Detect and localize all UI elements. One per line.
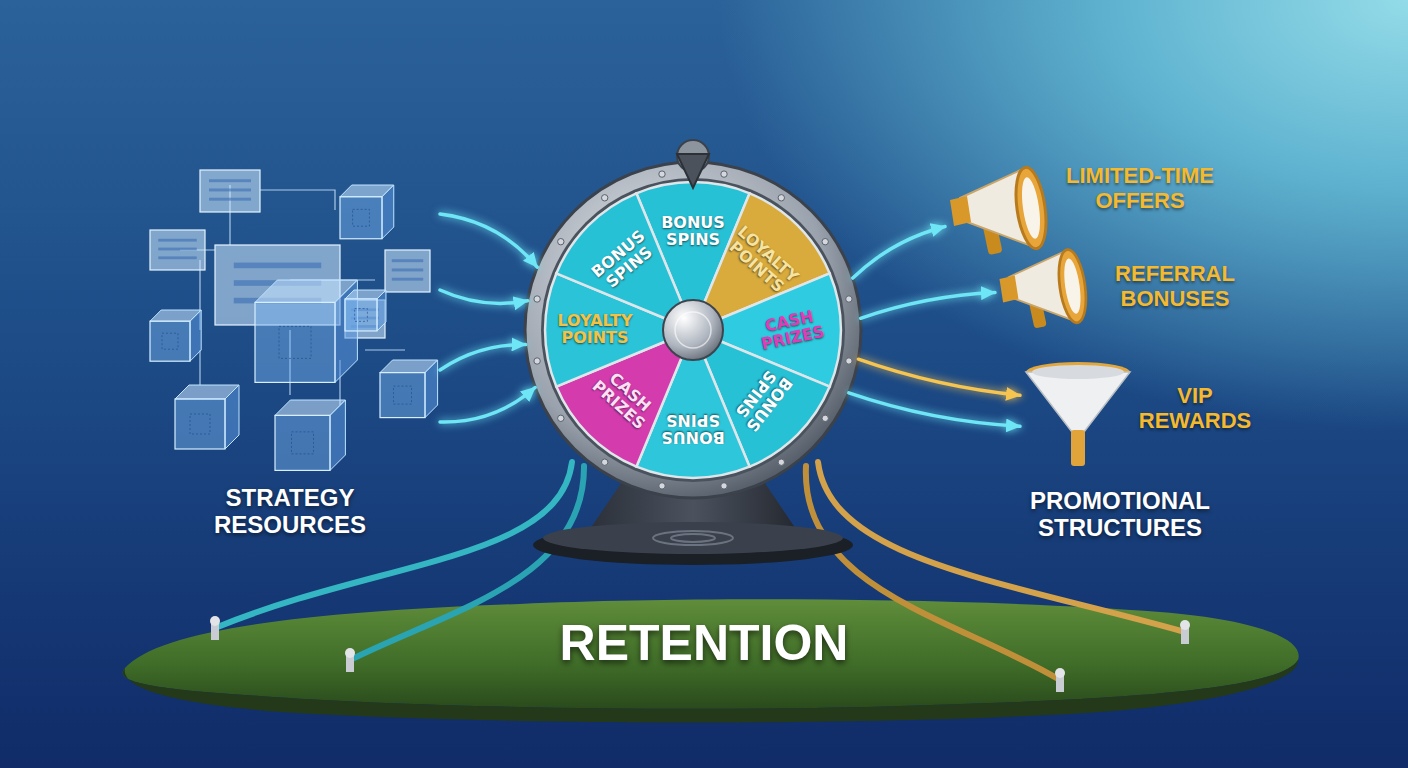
glass-panel — [385, 250, 430, 292]
illustrated-node: STRATEGY RESOURCES — [140, 150, 440, 550]
glass-cube — [340, 185, 394, 239]
glass-panel — [150, 230, 205, 270]
rim-bolt — [602, 195, 608, 201]
glass-cube — [380, 360, 438, 418]
megaphone-icon — [1000, 248, 1091, 329]
network-lines — [180, 185, 405, 405]
group-heading: STRATEGY RESOURCES — [170, 485, 410, 539]
promo-label: VIP REWARDS — [1125, 383, 1265, 434]
illustrated-node: VIP REWARDS — [1020, 355, 1265, 470]
node-illustration — [140, 150, 440, 470]
rim-bolt — [558, 239, 564, 245]
glass-panel — [200, 170, 260, 212]
rim-bolt — [721, 483, 727, 489]
illustrated-node: LIMITED-TIME OFFERS — [945, 155, 1235, 265]
wheel-rim — [525, 162, 861, 498]
rim-bolt — [602, 459, 608, 465]
funnel-icon — [1026, 362, 1130, 466]
rim-bolt — [822, 415, 828, 421]
rim-bolt — [558, 415, 564, 421]
rim-bolt — [778, 459, 784, 465]
node-illustration — [945, 160, 1055, 260]
rope — [350, 466, 584, 660]
rim-bolt — [534, 358, 540, 364]
promo-label: REFERRAL BONUSES — [1100, 261, 1250, 312]
rim-bolt — [846, 296, 852, 302]
rim-bolt — [659, 171, 665, 177]
rim-bolt — [534, 296, 540, 302]
glass-cube — [255, 280, 357, 382]
rim-bolt — [846, 358, 852, 364]
promo-label: LIMITED-TIME OFFERS — [1045, 163, 1235, 214]
flow-arrow — [853, 227, 945, 279]
flow-arrow — [440, 388, 535, 423]
glass-cube — [275, 400, 345, 470]
glass-cube — [345, 290, 386, 331]
group-heading: PROMOTIONAL STRUCTURES — [990, 488, 1250, 542]
megaphone-icon — [950, 165, 1051, 255]
node-illustration — [995, 243, 1105, 343]
flow-arrow — [858, 359, 1020, 395]
rim-bolt — [822, 239, 828, 245]
flow-arrow — [861, 293, 995, 319]
node-illustration — [1020, 360, 1140, 470]
flow-arrow — [440, 345, 526, 370]
wheel-rim-inner — [541, 178, 845, 482]
glass-cube — [175, 385, 239, 449]
segment-label: BONUS SPINS — [651, 411, 735, 445]
rim-bolt — [778, 195, 784, 201]
flow-arrow — [440, 290, 528, 303]
flow-arrow — [440, 214, 537, 267]
prize-wheel-node: BONUS SPINSLOYALTY POINTSCASH PRIZESBONU… — [525, 162, 861, 498]
segment-label: BONUS SPINS — [651, 215, 735, 249]
diagram-title: RETENTION — [404, 614, 1004, 672]
hub-ring — [675, 312, 711, 348]
rim-bolt — [659, 483, 665, 489]
rim-bolt — [721, 171, 727, 177]
wheel-pointer — [677, 140, 709, 188]
illustrated-node: REFERRAL BONUSES — [995, 245, 1250, 340]
flow-arrow — [849, 393, 1020, 426]
segment-label: LOYALTY POINTS — [553, 313, 637, 347]
wheel-hub — [663, 300, 723, 360]
glass-cube — [150, 310, 201, 361]
